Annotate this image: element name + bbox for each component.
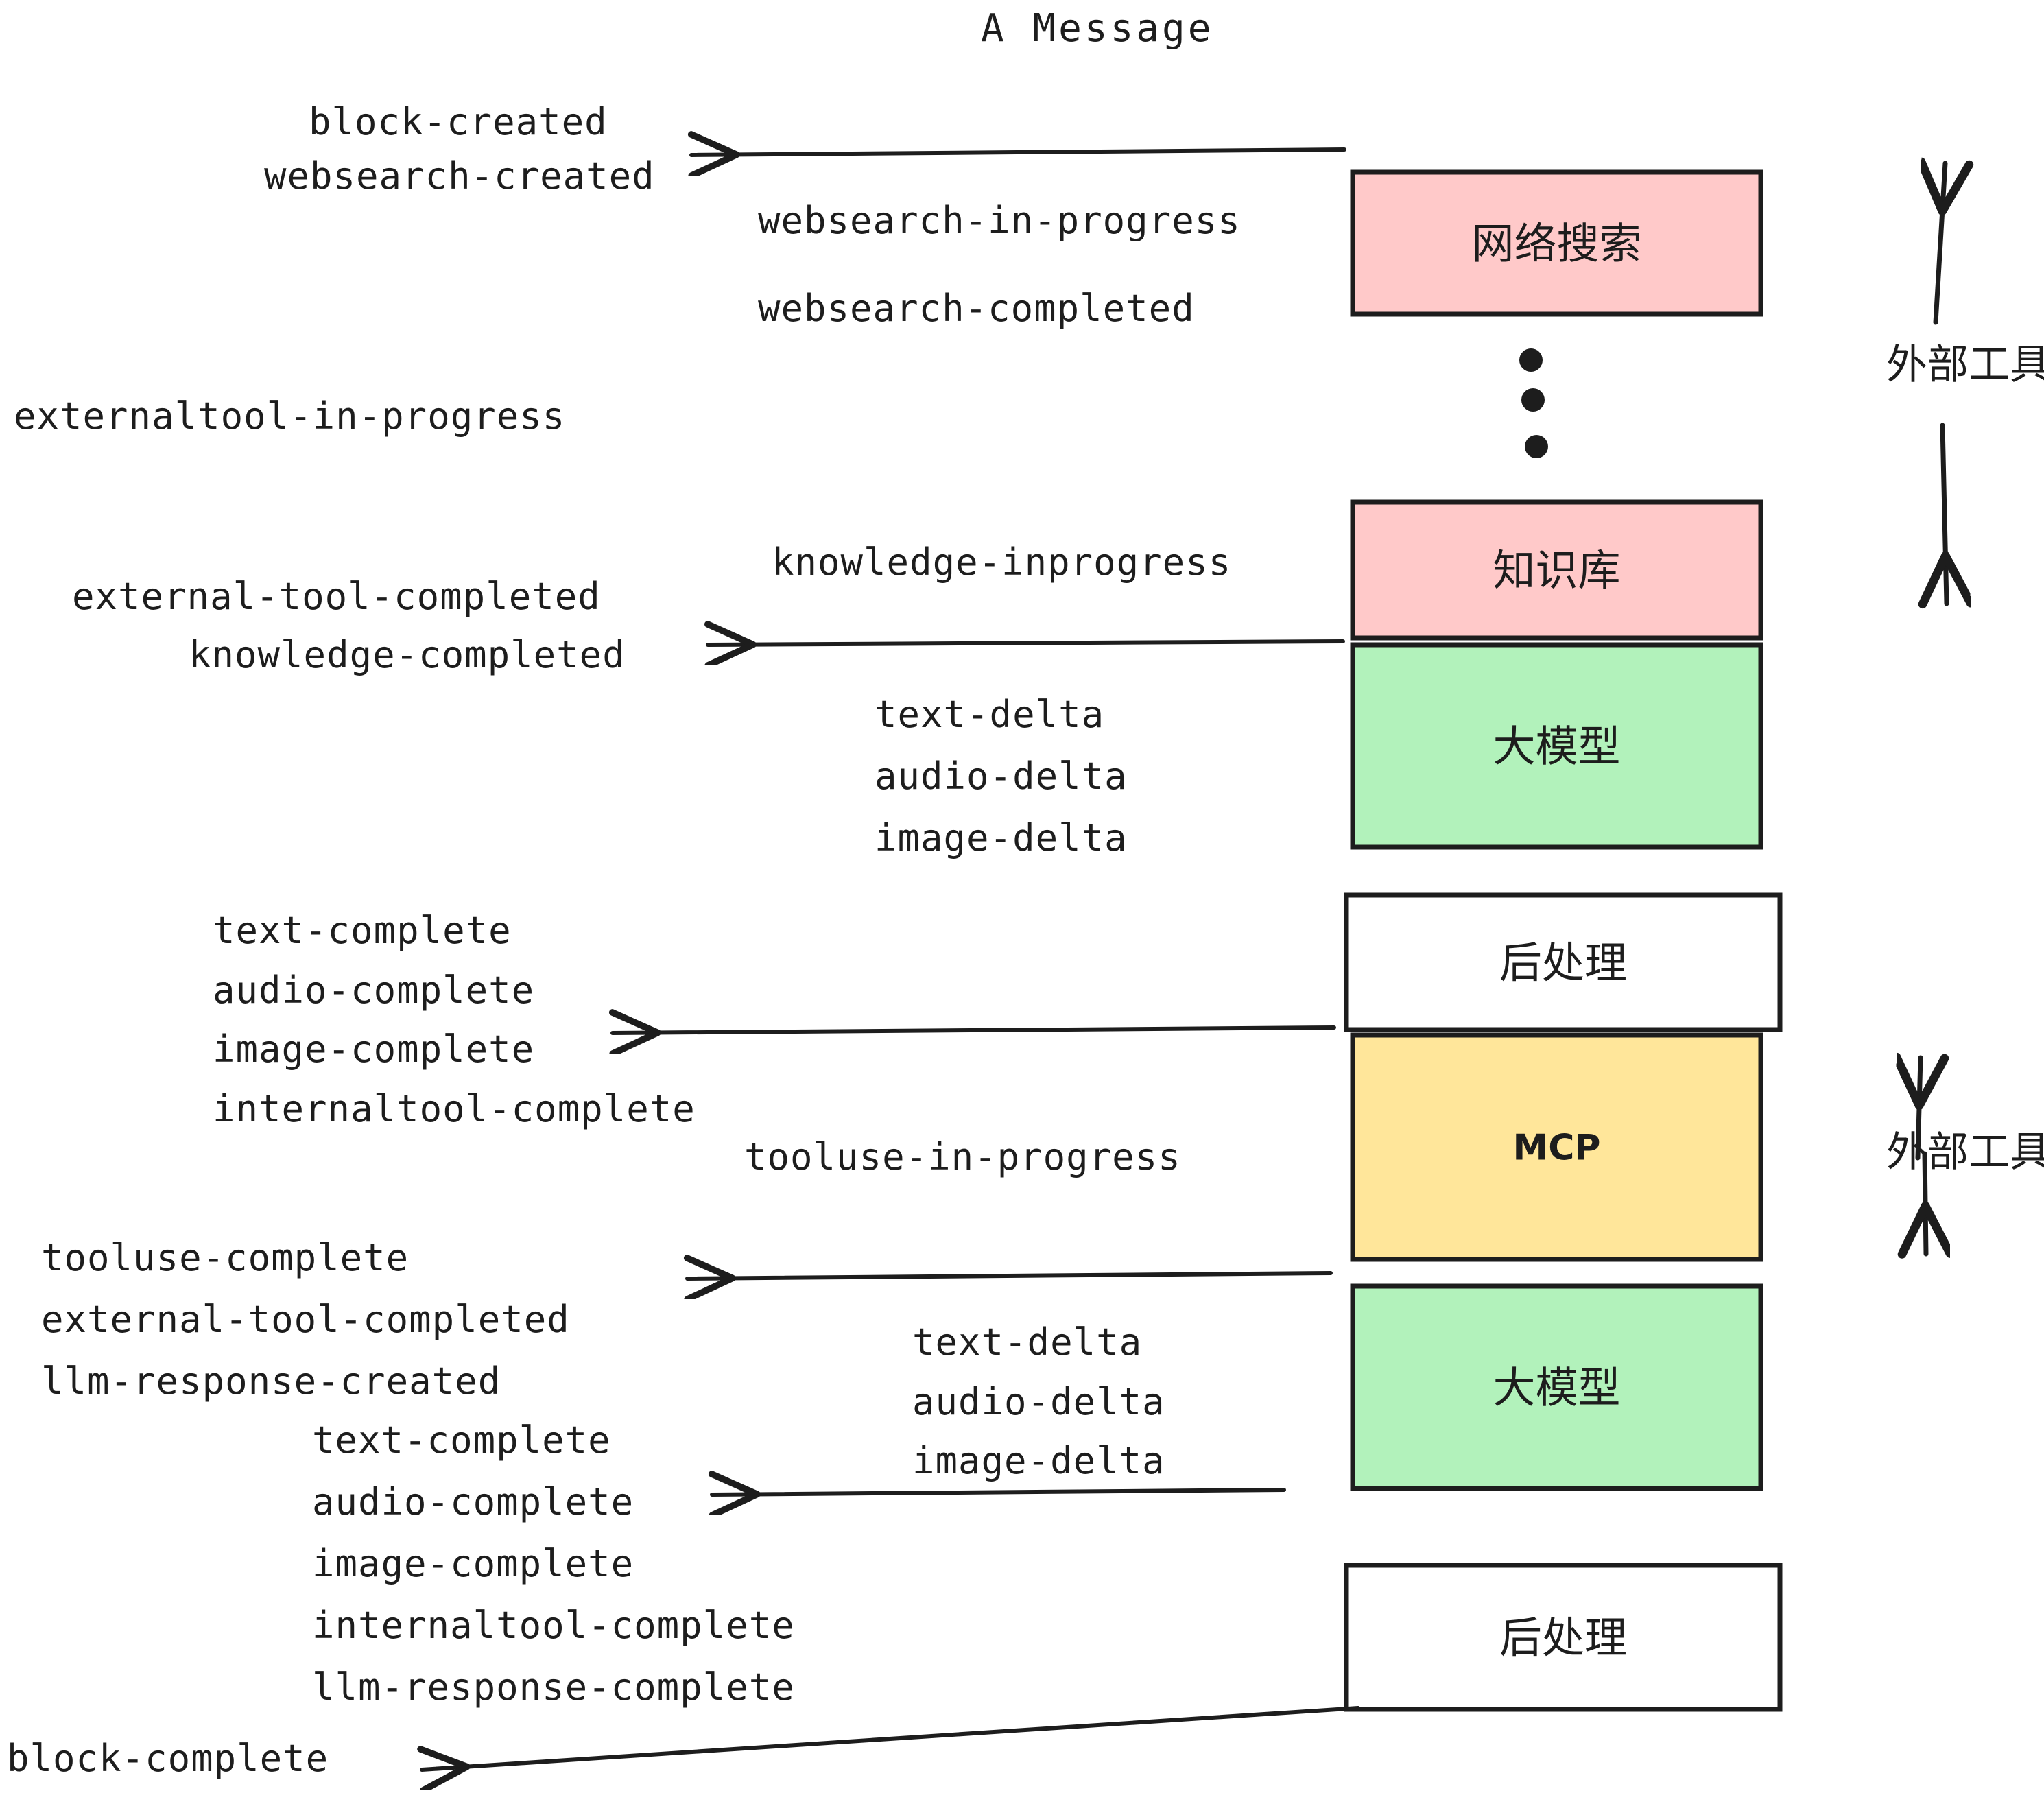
- external-tools-arrow-down-bottom: [1925, 1151, 1926, 1254]
- box-llm-top-rect: [1350, 642, 1763, 850]
- arrow-audio-complete: [712, 1490, 1286, 1495]
- box-postprocess-top[interactable]: 后处理: [1344, 892, 1783, 1032]
- arrow-image-complete: [613, 1028, 1336, 1033]
- box-mcp-label: MCP: [1512, 1128, 1600, 1169]
- event-image-delta-2: image-delta: [912, 1439, 1165, 1482]
- arrow-tooluse-complete: [687, 1273, 1333, 1279]
- box-websearch-label: 网络搜索: [1471, 219, 1641, 269]
- event-audio-complete-2: audio-complete: [312, 1480, 634, 1523]
- event-knowledge-inprogress: knowledge-inprogress: [772, 541, 1231, 584]
- event-websearch-completed: websearch-completed: [758, 287, 1195, 330]
- box-websearch-rect: [1350, 169, 1763, 317]
- event-image-complete-1: image-complete: [213, 1028, 534, 1071]
- event-image-complete-2: image-complete: [312, 1542, 634, 1585]
- event-image-delta-1: image-delta: [875, 816, 1128, 859]
- event-tooluse-complete: tooluse-complete: [41, 1236, 409, 1279]
- external-tools-arrow-up-bottom: [1918, 1058, 1921, 1161]
- event-knowledge-completed: knowledge-completed: [189, 633, 626, 676]
- box-postprocess-top-label: 后处理: [1499, 938, 1627, 988]
- box-mcp[interactable]: MCP: [1350, 1032, 1763, 1262]
- ellipsis-dot-icon: [1519, 348, 1543, 372]
- event-externaltool-in-progress: externaltool-in-progress: [14, 394, 565, 438]
- box-knowledge-label: 知识库: [1493, 545, 1620, 595]
- box-llm-bottom[interactable]: 大模型: [1350, 1283, 1763, 1491]
- event-text-complete-1: text-complete: [213, 909, 512, 952]
- external-tools-label-top: 外部工具: [1886, 341, 2044, 389]
- ellipsis-dot-icon: [1525, 435, 1548, 458]
- event-text-complete-2: text-complete: [312, 1419, 611, 1462]
- event-llm-response-created: llm-response-created: [41, 1360, 501, 1403]
- event-external-tool-completed-1: external-tool-completed: [72, 575, 601, 618]
- box-llm-top-label: 大模型: [1493, 722, 1620, 772]
- event-external-tool-completed-2: external-tool-completed: [41, 1298, 570, 1341]
- box-postprocess-bottom[interactable]: 后处理: [1344, 1563, 1783, 1712]
- event-block-created: block-created: [309, 100, 608, 143]
- box-websearch[interactable]: 网络搜索: [1350, 169, 1763, 317]
- ellipsis-dot-icon: [1521, 388, 1545, 412]
- event-block-complete: block-complete: [7, 1737, 329, 1780]
- external-tools-arrow-up-top: [1936, 163, 1945, 325]
- arrow-knowledge-completed: [708, 641, 1345, 645]
- box-postprocess-top-rect: [1344, 892, 1783, 1032]
- event-audio-delta-2: audio-delta: [912, 1380, 1165, 1423]
- event-text-delta-2: text-delta: [912, 1320, 1142, 1364]
- box-llm-bottom-rect: [1350, 1283, 1763, 1491]
- box-llm-bottom-label: 大模型: [1493, 1363, 1620, 1413]
- box-llm-top[interactable]: 大模型: [1350, 642, 1763, 850]
- event-websearch-created: websearch-created: [264, 154, 655, 198]
- box-postprocess-bottom-rect: [1344, 1563, 1783, 1712]
- event-audio-complete-1: audio-complete: [213, 969, 534, 1012]
- box-knowledge[interactable]: 知识库: [1350, 499, 1763, 641]
- external-tools-arrow-down-top: [1942, 423, 1947, 604]
- event-internaltool-complete-2: internaltool-complete: [312, 1604, 795, 1647]
- event-text-delta-1: text-delta: [875, 693, 1104, 736]
- box-postprocess-bottom-label: 后处理: [1499, 1613, 1627, 1663]
- event-internaltool-complete-1: internaltool-complete: [213, 1087, 696, 1130]
- external-tools-label-bottom: 外部工具: [1886, 1128, 2044, 1176]
- event-audio-delta-1: audio-delta: [875, 755, 1128, 798]
- page-title: A Message: [981, 6, 1213, 51]
- arrow-block-created: [691, 150, 1346, 155]
- event-websearch-in-progress: websearch-in-progress: [758, 199, 1241, 242]
- event-tooluse-in-progress: tooluse-in-progress: [744, 1135, 1181, 1178]
- box-mcp-rect: [1350, 1032, 1763, 1262]
- box-knowledge-rect: [1350, 499, 1763, 641]
- event-llm-response-complete: llm-response-complete: [312, 1665, 795, 1709]
- arrow-block-complete: [422, 1706, 1360, 1770]
